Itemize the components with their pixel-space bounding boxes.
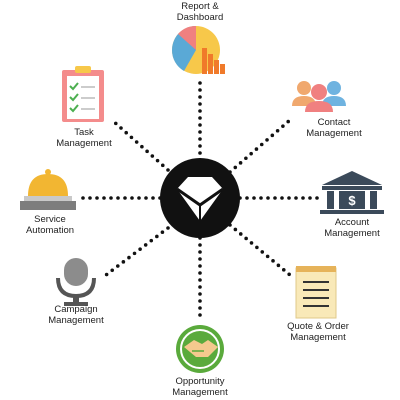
handshake-icon (176, 325, 224, 373)
label-quote-order-management: Quote & Order Management (268, 321, 368, 343)
label-opportunity-management: Opportunity Management (150, 376, 250, 398)
diamond-logo-icon (176, 177, 224, 221)
service-bell-icon (20, 169, 76, 210)
label-line: Management (48, 314, 104, 326)
label-line: Quote & Order (287, 321, 349, 332)
label-line: Management (306, 127, 362, 139)
label-line: Service (34, 214, 66, 225)
label-line: Management (172, 386, 228, 398)
people-group-icon (292, 81, 346, 112)
connector-contact-management (228, 118, 292, 174)
clipboard-checklist-icon (62, 66, 104, 122)
label-line: Management (56, 137, 112, 149)
label-line: Task (74, 127, 94, 138)
connector-quote-order-management (228, 223, 292, 277)
label-line: Management (290, 331, 346, 343)
label-service-automation: Service Automation (2, 214, 98, 236)
connectors (80, 78, 320, 324)
pie-and-bar-chart-icon (171, 25, 225, 74)
label-contact-management: Contact Management (284, 117, 384, 139)
label-report-dashboard: Report & Dashboard (150, 1, 250, 23)
label-line: Dashboard (176, 11, 224, 23)
label-line: Contact (317, 117, 351, 128)
label-task-management: Task Management (34, 127, 134, 149)
bank-building-icon: $ (320, 171, 384, 214)
connector-campaign-management (104, 226, 170, 277)
label-line: Report & (181, 1, 219, 12)
hub (160, 158, 240, 238)
receipt-notepad-icon (295, 266, 337, 319)
label-account-management: Account Management (302, 217, 400, 239)
connector-task-management (110, 118, 170, 172)
label-line: Opportunity (175, 376, 225, 387)
label-line: Account (334, 217, 370, 228)
label-line: Management (324, 227, 380, 239)
label-campaign-management: Campaign Management (26, 304, 126, 326)
svg-text:$: $ (348, 193, 356, 208)
label-line: Campaign (54, 304, 98, 315)
microphone-icon (56, 258, 96, 306)
label-line: Automation (25, 224, 75, 236)
